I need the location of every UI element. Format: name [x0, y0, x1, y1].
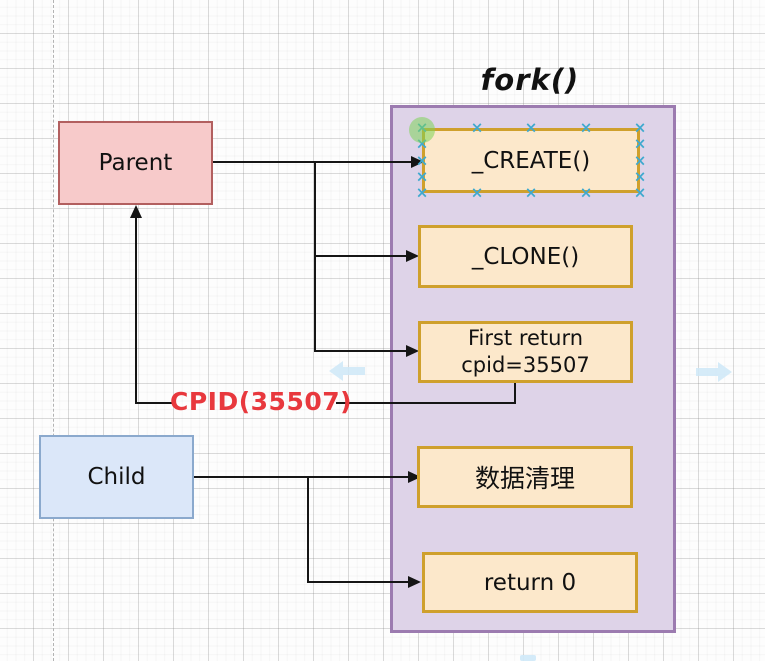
page-dashed-divider	[53, 0, 54, 661]
step-first-return[interactable]: First return cpid=35507	[418, 321, 633, 383]
arrowhead-parent	[130, 205, 142, 218]
anchor-mark-icon[interactable]: ×	[470, 118, 484, 137]
anchor-mark-icon[interactable]: ×	[633, 167, 647, 186]
anchor-mark-icon[interactable]: ×	[415, 183, 429, 202]
anchor-mark-icon[interactable]: ×	[524, 118, 538, 137]
step-first-return-line2: cpid=35507	[461, 353, 590, 377]
connector-child-return0	[307, 581, 409, 583]
step-create[interactable]: _CREATE()	[422, 128, 640, 193]
anchor-mark-icon[interactable]: ×	[633, 151, 647, 170]
connector-child-branch	[307, 476, 309, 583]
connector-return-up	[135, 216, 137, 404]
anchor-mark-icon[interactable]: ×	[470, 183, 484, 202]
anchor-mark-icon[interactable]: ×	[415, 167, 429, 186]
anchor-mark-icon[interactable]: ×	[633, 134, 647, 153]
connector-return-drop	[514, 383, 516, 404]
anchor-mark-icon[interactable]: ×	[633, 183, 647, 202]
anchor-mark-icon[interactable]: ×	[579, 183, 593, 202]
connector-parent-firstreturn	[315, 350, 407, 352]
arrowhead-clone	[406, 250, 419, 262]
anchor-mark-icon[interactable]: ×	[633, 118, 647, 137]
arrowhead-create	[411, 156, 424, 168]
arrowhead-return0	[408, 576, 421, 588]
connector-return-right-seg	[336, 402, 516, 404]
step-return-zero[interactable]: return 0	[422, 552, 638, 613]
pale-down-arrow-partial-icon[interactable]	[520, 655, 536, 661]
connector-return-left-seg	[135, 402, 172, 404]
parent-node[interactable]: Parent	[58, 121, 213, 205]
step-clone[interactable]: _CLONE()	[418, 225, 633, 288]
selection-handle-icon[interactable]	[409, 117, 435, 143]
anchor-mark-icon[interactable]: ×	[524, 183, 538, 202]
pale-left-arrow-icon[interactable]	[329, 361, 365, 381]
connector-parent-create	[212, 161, 412, 163]
anchor-mark-icon[interactable]: ×	[415, 151, 429, 170]
child-node[interactable]: Child	[39, 435, 194, 519]
connector-parent-clone	[315, 255, 407, 257]
diagram-title[interactable]: fork()	[480, 63, 580, 97]
arrowhead-firstreturn	[406, 345, 419, 357]
cpid-edge-label[interactable]: CPID(35507)	[170, 387, 353, 416]
step-first-return-line1: First return	[467, 325, 584, 350]
anchor-mark-icon[interactable]: ×	[579, 118, 593, 137]
step-cleanup[interactable]: 数据清理	[417, 446, 633, 508]
pale-right-arrow-icon[interactable]	[696, 362, 732, 382]
connector-child-cleanup	[193, 476, 409, 478]
